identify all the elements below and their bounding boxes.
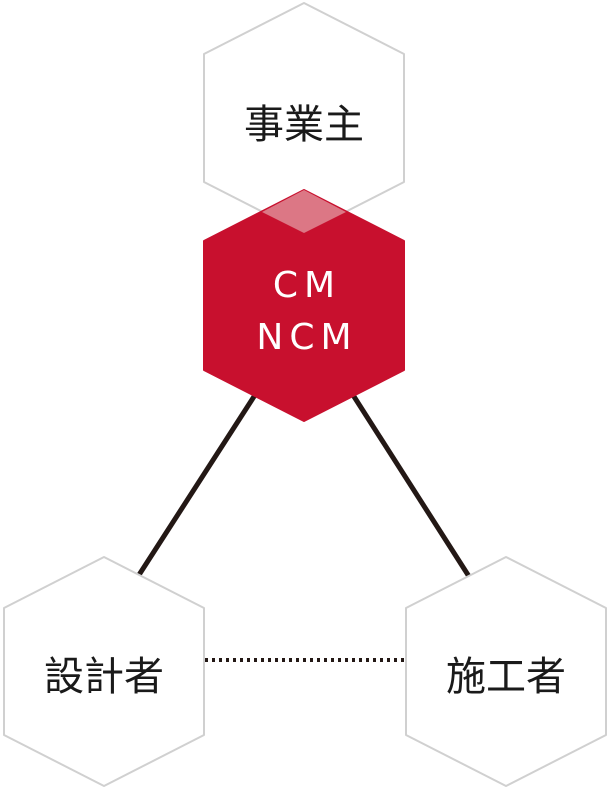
designer-label: 設計者 xyxy=(44,654,164,700)
designer-node: 設計者 xyxy=(3,556,205,787)
cm-label: CM xyxy=(273,265,341,306)
owner-label: 事業主 xyxy=(244,102,364,148)
overlap-region xyxy=(262,190,346,233)
contractor-label: 施工者 xyxy=(446,654,566,700)
connector-cm-contractor xyxy=(350,393,473,580)
contractor-node: 施工者 xyxy=(405,556,607,787)
connector-cm-designer xyxy=(134,393,258,580)
cm-hexagon xyxy=(203,189,405,422)
designer-hexagon xyxy=(3,556,205,787)
contractor-hexagon xyxy=(405,556,607,787)
owner-node: 事業主 xyxy=(203,2,405,234)
ncm-label: NCM xyxy=(256,317,357,358)
cm-node: CM NCM xyxy=(203,189,405,422)
